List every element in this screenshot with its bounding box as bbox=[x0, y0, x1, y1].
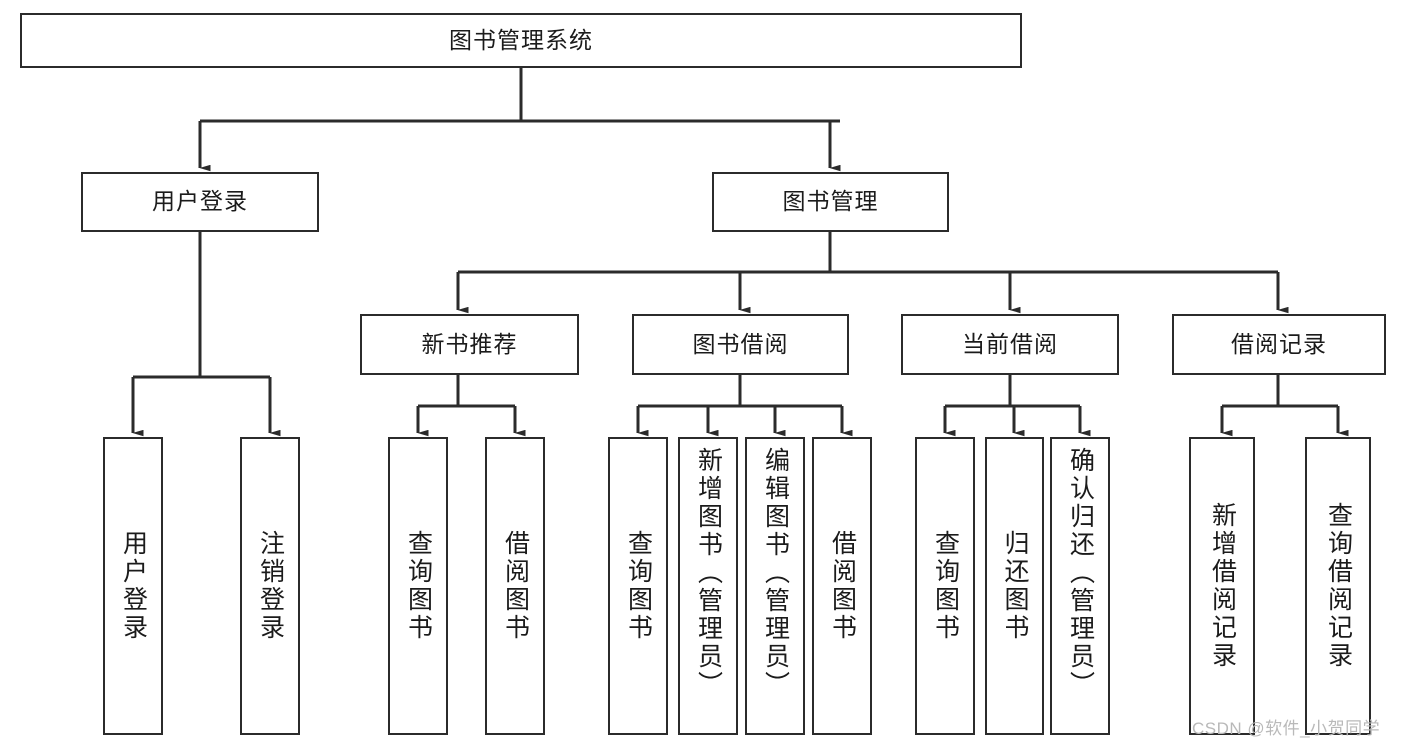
node-label: 用户登录 bbox=[152, 188, 248, 215]
node-root-system[interactable]: 图书管理系统 bbox=[20, 13, 1022, 68]
leaf-borrow-books-new[interactable]: 借阅图书 bbox=[485, 437, 545, 735]
node-label: 查询图书 bbox=[624, 530, 653, 642]
node-current-borrowing[interactable]: 当前借阅 bbox=[901, 314, 1119, 375]
leaf-query-books-borrow[interactable]: 查询图书 bbox=[608, 437, 668, 735]
leaf-query-books-new[interactable]: 查询图书 bbox=[388, 437, 448, 735]
leaf-return-books[interactable]: 归还图书 bbox=[985, 437, 1044, 735]
leaf-borrow-books[interactable]: 借阅图书 bbox=[812, 437, 872, 735]
leaf-add-borrow-record[interactable]: 新增借阅记录 bbox=[1189, 437, 1255, 735]
node-label: 编辑图书（管理员） bbox=[761, 447, 790, 699]
leaf-query-books-current[interactable]: 查询图书 bbox=[915, 437, 975, 735]
leaf-query-borrow-record[interactable]: 查询借阅记录 bbox=[1305, 437, 1371, 735]
node-label: 新增图书（管理员） bbox=[694, 447, 723, 699]
leaf-add-book-admin[interactable]: 新增图书（管理员） bbox=[678, 437, 738, 735]
node-label: 注销登录 bbox=[256, 530, 285, 642]
leaf-logout[interactable]: 注销登录 bbox=[240, 437, 300, 735]
node-label: 新增借阅记录 bbox=[1208, 502, 1237, 670]
node-label: 确认归还（管理员） bbox=[1066, 447, 1095, 699]
node-label: 图书借阅 bbox=[692, 330, 789, 357]
node-book-borrowing[interactable]: 图书借阅 bbox=[632, 314, 849, 375]
node-label: 图书管理系统 bbox=[449, 26, 593, 53]
csdn-watermark: CSDN @软件_小贺同学 bbox=[1192, 719, 1381, 738]
node-label: 借阅记录 bbox=[1231, 330, 1327, 357]
node-label: 用户登录 bbox=[119, 530, 148, 642]
node-book-management[interactable]: 图书管理 bbox=[712, 172, 949, 232]
leaf-edit-book-admin[interactable]: 编辑图书（管理员） bbox=[745, 437, 805, 735]
leaf-user-login[interactable]: 用户登录 bbox=[103, 437, 163, 735]
node-borrow-records[interactable]: 借阅记录 bbox=[1172, 314, 1386, 375]
node-user-login[interactable]: 用户登录 bbox=[81, 172, 319, 232]
node-label: 归还图书 bbox=[1001, 530, 1029, 642]
node-label: 新书推荐 bbox=[421, 330, 518, 357]
node-label: 查询借阅记录 bbox=[1324, 502, 1353, 670]
node-label: 当前借阅 bbox=[962, 330, 1058, 357]
node-new-book-recommendation[interactable]: 新书推荐 bbox=[360, 314, 579, 375]
node-label: 借阅图书 bbox=[828, 530, 857, 642]
node-label: 图书管理 bbox=[782, 188, 879, 215]
leaf-confirm-return-admin[interactable]: 确认归还（管理员） bbox=[1050, 437, 1110, 735]
node-label: 查询图书 bbox=[931, 530, 960, 642]
node-label: 查询图书 bbox=[404, 530, 433, 642]
node-label: 借阅图书 bbox=[501, 530, 530, 642]
